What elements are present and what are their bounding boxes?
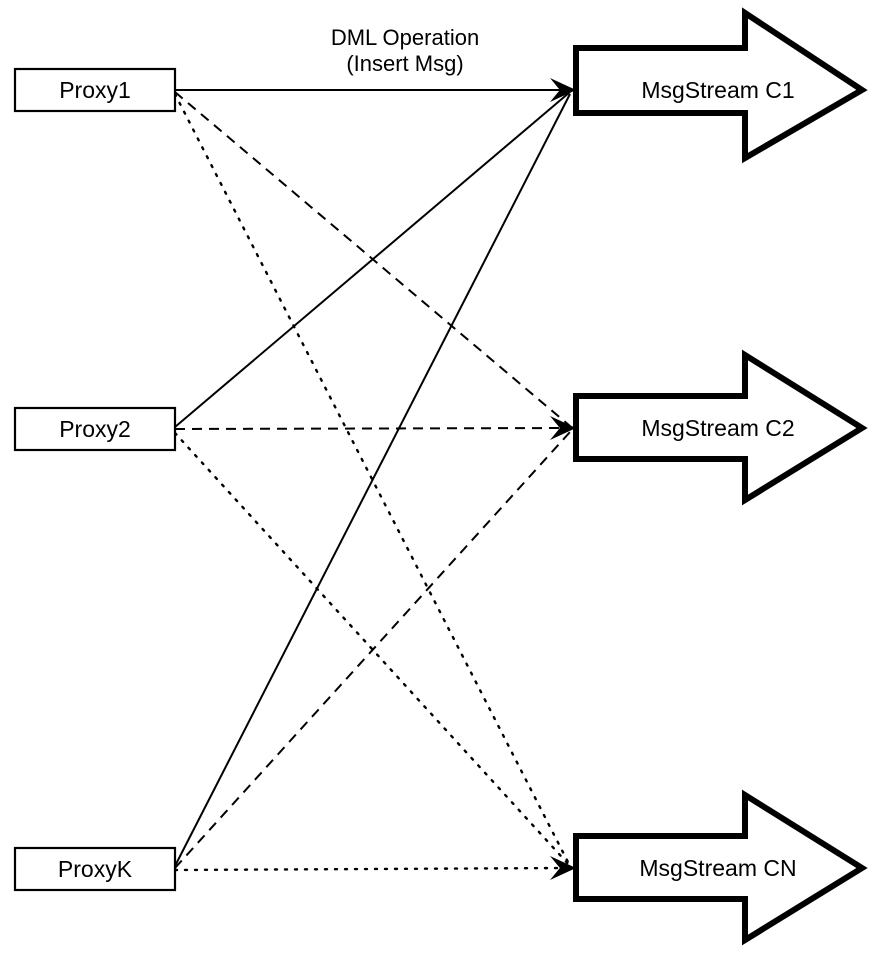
annotations-layer: DML Operation (Insert Msg) [331,25,479,76]
arrowheads-layer [550,78,576,880]
proxy-node-proxyK[interactable]: ProxyK [13,846,177,892]
proxy-label-proxy1: Proxy1 [59,77,131,103]
proxy-box-proxyK[interactable] [13,846,177,892]
msgstream-label-c2: MsgStream C2 [641,415,794,441]
proxy-label-proxyK: ProxyK [58,856,133,882]
dml-operation-label-line1: DML Operation [331,25,479,50]
edge-proxy1-cn [173,92,572,868]
proxy-node-proxy1[interactable]: Proxy1 [13,67,177,113]
edge-proxyK-cn [173,866,572,872]
msgstream-nodes-layer: MsgStream C1 MsgStream C2 MsgStream CN [573,7,868,946]
proxy-box-proxy1[interactable] [13,67,177,113]
msgstream-node-c1[interactable]: MsgStream C1 [573,7,868,164]
edge-proxy2-c2 [174,427,571,430]
dml-operation-label-line2: (Insert Msg) [346,51,463,76]
arrowhead-head-cn [550,856,576,880]
msgstream-label-c1: MsgStream C1 [641,77,794,103]
proxy-box-proxy2[interactable] [13,406,177,452]
arrowhead-head-c1 [550,78,576,102]
edge-proxyK-c2 [174,431,571,869]
msgstream-arrow-shape-cn[interactable] [573,789,868,946]
msgstream-label-cn: MsgStream CN [639,855,796,881]
msgstream-node-c2[interactable]: MsgStream C2 [573,349,868,506]
arrowhead-head-c2 [550,416,576,440]
edge-proxyK-c1 [174,93,571,867]
msgstream-arrow-shape-c2[interactable] [573,349,868,506]
proxy-label-proxy2: Proxy2 [59,416,131,442]
edge-proxy2-c1 [174,91,571,428]
proxy-node-proxy2[interactable]: Proxy2 [13,406,177,452]
msgstream-node-cn[interactable]: MsgStream CN [573,789,868,946]
edges-layer [173,89,572,872]
msgstream-arrow-shape-c1[interactable] [573,7,868,164]
